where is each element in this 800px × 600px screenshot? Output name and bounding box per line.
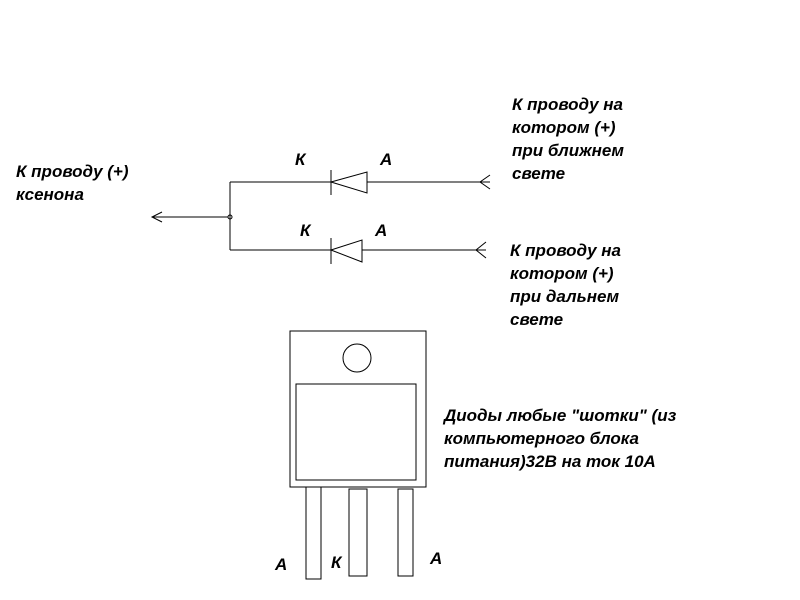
pin-right-label: А <box>430 549 443 568</box>
diode2-anode-label: А <box>375 221 388 240</box>
pin-left-label: А <box>275 555 288 574</box>
output-arrow-icon <box>150 211 163 223</box>
top-diode-icon <box>329 171 368 194</box>
diode1-cathode-label: К <box>295 150 306 169</box>
bottom-input-arrow-icon <box>475 241 487 259</box>
pin-middle-label: К <box>331 553 342 572</box>
package-die <box>295 383 417 481</box>
near-light-label: К проводу на котором (+) при ближнем све… <box>512 95 624 183</box>
pin-left <box>305 486 322 580</box>
pin-right <box>397 488 414 577</box>
diode1-anode-label: А <box>380 150 393 169</box>
xenon-label: К проводу (+) ксенона <box>16 162 129 204</box>
diode2-cathode-label: К <box>300 221 311 240</box>
far-light-label: К проводу на котором (+) при дальнем све… <box>510 241 621 329</box>
mounting-hole-icon <box>342 343 372 373</box>
diode-note: Диоды любые "шотки" (из компьютерного бл… <box>444 406 677 471</box>
bottom-diode-icon <box>329 239 363 263</box>
top-input-arrow-icon <box>479 174 491 190</box>
pin-middle <box>348 488 368 577</box>
